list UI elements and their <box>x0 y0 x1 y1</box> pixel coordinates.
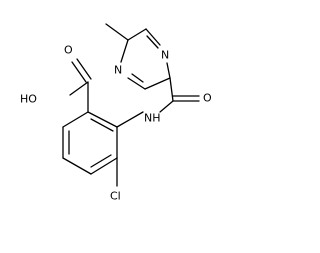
pyrazine-n1-label: N <box>161 49 169 62</box>
amide-oxygen-label: O <box>203 92 212 105</box>
bond-c-o-double-2 <box>76 58 92 80</box>
chemical-structure-diagram: HO O Cl NH O N N <box>20 23 212 203</box>
bond-pz-c6-n1 <box>145 28 161 46</box>
bond-c4-c5-double <box>90 154 112 168</box>
bond-pz-c6-n1-double <box>146 35 159 49</box>
bond-c4-c5 <box>90 157 118 175</box>
carboxylic-acid-group: HO O <box>20 44 92 113</box>
hydroxyl-label: HO <box>20 93 37 106</box>
benzene-ring <box>62 111 118 175</box>
bond-amide-pyrazine <box>169 77 174 102</box>
bond-c2-c3 <box>87 111 118 128</box>
bond-ring-nh <box>116 111 144 128</box>
pyrazine-ring: N N <box>105 23 174 102</box>
carbonyl-oxygen-label: O <box>64 44 73 57</box>
bond-nh-c <box>159 100 174 113</box>
bond-pz-c3-n4-double <box>131 73 144 83</box>
bond-pz-c2-n1 <box>166 62 171 79</box>
chlorine-label: Cl <box>110 190 121 203</box>
bond-methyl <box>105 23 129 41</box>
amide-linker: NH O <box>116 92 212 128</box>
bond-pz-c2-c3 <box>144 77 171 90</box>
bond-c-o-double-1 <box>71 61 87 83</box>
bond-c1-c2 <box>62 111 89 128</box>
chloro-substituent: Cl <box>110 157 121 203</box>
bond-pz-n4-c5 <box>120 39 129 63</box>
pyrazine-n4-label: N <box>114 64 122 77</box>
bond-c5-c6 <box>62 157 92 175</box>
bond-c-oh <box>69 81 89 96</box>
bond-c2-c3-double <box>90 118 114 132</box>
bond-pz-c5-c6 <box>127 28 147 41</box>
bond-pz-c3-n4 <box>127 77 146 90</box>
amide-nh-label: NH <box>144 112 161 125</box>
